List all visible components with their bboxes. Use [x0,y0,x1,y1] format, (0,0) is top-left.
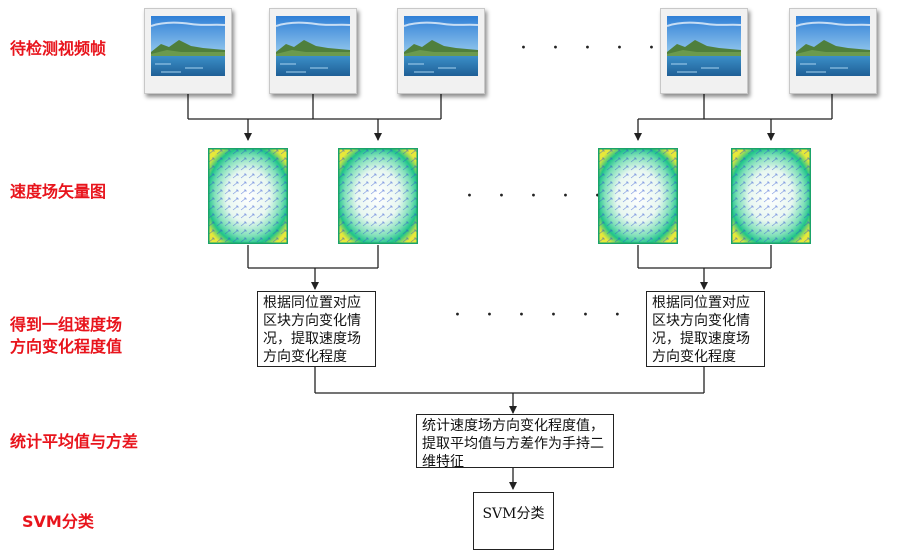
svm-box: SVM分类 [473,492,554,550]
vector-map-ellipsis: · · · · · · [466,184,642,209]
label-video-frames: 待检测视频帧 [10,39,107,58]
label-vector-map: 速度场矢量图 [10,182,107,201]
landscape-image [796,16,870,76]
vector-field-map-3 [598,148,678,244]
vector-field-map-2 [338,148,418,244]
landscape-image [404,16,478,76]
statistics-box: 统计速度场方向变化程度值，提取平均值与方差作为手持二维特征 [416,414,614,470]
landscape-image [276,16,350,76]
label-direction-change: 得到一组速度场 方向变化程度值 [10,315,123,356]
label-statistics: 统计平均值与方差 [10,432,139,451]
direction-change-ellipsis: · · · · · · [454,303,630,328]
local-direction-box-left: 根据同位置对应区块方向变化情况，提取速度场方向变化程度 [257,291,376,367]
video-frame-3 [397,8,485,94]
video-frame-5 [789,8,877,94]
svm-box-label: SVM分类 [482,506,545,522]
vector-field-map-4 [731,148,811,244]
frames-ellipsis: · · · · · · [520,36,696,61]
local-direction-box-right: 根据同位置对应区块方向变化情况，提取速度场方向变化程度 [646,291,765,367]
video-frame-2 [269,8,357,94]
landscape-image [151,16,225,76]
label-svm: SVM分类 [22,512,94,531]
video-frame-1 [144,8,232,94]
landscape-image [667,16,741,76]
vector-field-map-1 [208,148,288,244]
video-frame-4 [660,8,748,94]
